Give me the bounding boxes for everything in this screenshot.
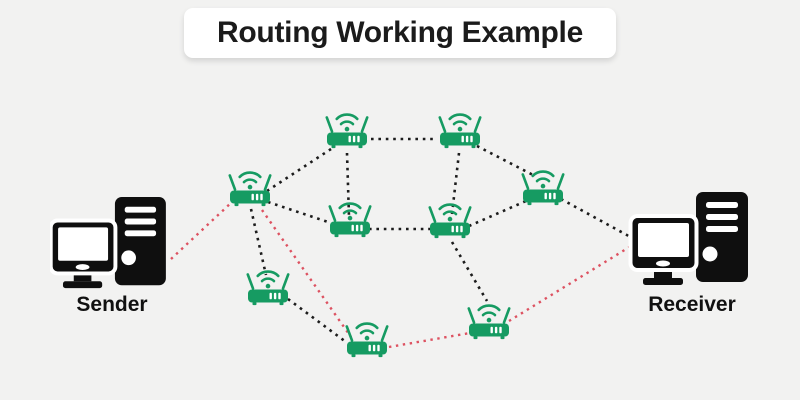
- wifi-router-icon-router-lower-left: [246, 270, 290, 306]
- route-bottommid-bottomright: [388, 331, 471, 349]
- sender-label: Sender: [76, 293, 148, 316]
- link-midright-right: [468, 199, 527, 228]
- title-banner: Routing Working Example: [184, 8, 616, 58]
- router-nodes-layer: [50, 113, 749, 358]
- link-lowerleft-bottommid: [287, 297, 347, 344]
- wifi-router-icon-router-left-hub: [228, 171, 272, 207]
- wifi-router-icon-router-mid-left: [328, 202, 372, 238]
- link-topleft-midleft: [345, 152, 351, 218]
- wifi-router-icon-router-bottom-mid: [345, 322, 389, 358]
- route-sender-lefthub: [170, 201, 233, 260]
- wifi-router-icon-router-top-right: [438, 113, 482, 149]
- network-links-layer: [170, 137, 637, 349]
- receiver-label: Receiver: [648, 293, 736, 316]
- link-topright-midright: [450, 152, 461, 215]
- sender-computer-icon: [50, 197, 168, 291]
- route-lefthub-bottommid: [261, 209, 352, 338]
- link-midright-bottomright: [450, 241, 489, 302]
- link-lefthub-midleft: [267, 200, 332, 225]
- link-topright-right: [476, 144, 536, 178]
- page-title: Routing Working Example: [217, 16, 583, 49]
- wifi-router-icon-router-mid-right: [428, 203, 472, 239]
- link-right-receiver: [560, 197, 637, 242]
- link-lefthub-topleft: [266, 147, 332, 193]
- wifi-router-icon-router-bottom-right: [467, 304, 511, 340]
- wifi-router-icon-router-right: [521, 170, 565, 206]
- link-lefthub-lowerleft: [249, 208, 268, 276]
- wifi-router-icon-router-top-left: [325, 113, 369, 149]
- receiver-computer-icon: [631, 192, 749, 285]
